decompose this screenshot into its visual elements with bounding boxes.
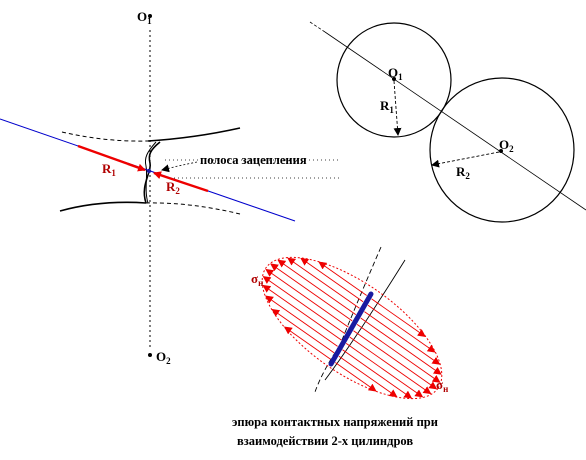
center-line-diagonal	[324, 31, 586, 211]
stress-arrow	[349, 336, 432, 395]
right-circles-view: O1 O2 R1 R2	[309, 21, 586, 223]
contact-point	[146, 168, 152, 174]
label-right-o1: O1	[388, 65, 403, 82]
label-r1-main: R	[102, 161, 112, 176]
caption-leader	[161, 161, 198, 173]
stress-arrow	[353, 330, 438, 390]
label-right-r1: R1	[380, 98, 394, 115]
label-right-o2-main: O	[499, 137, 509, 152]
lower-cylinder-arc	[59, 201, 147, 212]
label-o1: O1	[137, 9, 152, 26]
label-o2-sub: 2	[166, 356, 171, 366]
center-point-o1	[148, 14, 152, 18]
label-r2-sub: 2	[175, 186, 180, 196]
stress-arrow	[364, 311, 441, 365]
stress-arrow	[287, 257, 360, 309]
stress-arrow	[265, 295, 338, 347]
radius-arrow-right-r2	[431, 151, 500, 168]
label-right-o1-sub: 1	[398, 72, 403, 82]
circle-lower	[429, 77, 575, 223]
contact-band-outline	[144, 141, 157, 204]
stress-cylinder-arc-left	[339, 246, 382, 346]
label-r2-main: R	[166, 179, 176, 194]
stress-arrow	[338, 355, 398, 398]
stress-arrow	[345, 343, 424, 398]
caption-stress-line1: эпюра контактных напряжений при	[232, 415, 438, 429]
label-right-r1-main: R	[380, 98, 390, 113]
stress-cylinder-arc-left-low	[314, 344, 341, 393]
stress-arrow	[283, 326, 331, 360]
label-sigma-bottom: σн	[436, 377, 448, 394]
stress-arrow	[371, 298, 426, 337]
label-sigma-bottom-main: σ	[436, 377, 443, 392]
label-o2: O2	[156, 349, 171, 366]
radius-arrow-right-r1	[393, 80, 402, 136]
label-right-o1-main: O	[388, 65, 398, 80]
center-point-right-o1	[392, 77, 396, 81]
lower-cylinder-arc-dashed	[145, 202, 241, 215]
label-right-r2-sub: 2	[465, 171, 470, 181]
stress-arrow	[277, 259, 357, 315]
caption-stress-line2: взаимодействии 2-х цилиндров	[237, 434, 413, 448]
center-point-o2	[148, 353, 152, 357]
label-sigma-top-main: σ	[251, 271, 258, 286]
stress-cylinder-arc-right	[324, 259, 406, 381]
stress-arrow	[300, 257, 364, 303]
upper-cylinder-arc	[61, 131, 149, 142]
radius-arrow-r2	[153, 171, 209, 193]
stress-arrow	[262, 284, 342, 341]
circle-upper	[336, 22, 452, 138]
label-sigma-top-sub: н	[258, 278, 263, 288]
label-r1-sub: 1	[111, 168, 116, 178]
stress-arrow	[262, 276, 346, 334]
label-r2: R2	[166, 179, 180, 196]
caption-contact-band: полоса зацепления	[200, 153, 307, 167]
stress-contact-band	[328, 291, 374, 367]
label-right-r1-sub: 1	[389, 105, 394, 115]
label-o2-main: O	[156, 349, 166, 364]
stress-arrow	[270, 263, 353, 322]
left-contact-view: O1 O2 R1 R2 полоса зацепления	[0, 9, 340, 366]
stress-arrow	[265, 268, 349, 328]
label-right-o2-sub: 2	[509, 144, 514, 154]
contact-band	[143, 141, 161, 204]
label-sigma-bottom-sub: н	[443, 384, 448, 394]
label-o1-sub: 1	[147, 16, 152, 26]
stress-diagram: σн σн эпюра контактных напряжений при вз…	[232, 246, 448, 448]
stress-envelope-ellipse	[261, 256, 443, 400]
stress-arrow	[367, 304, 436, 353]
label-r1: R1	[102, 161, 116, 178]
center-point-right-o2	[499, 149, 503, 153]
radius-arrow-r1	[77, 144, 146, 172]
stress-arrow	[356, 324, 441, 383]
stress-arrow	[342, 349, 413, 399]
label-right-r2: R2	[456, 164, 470, 181]
stress-arrow	[318, 261, 367, 296]
center-line-diagonal-dashed	[309, 21, 326, 33]
label-right-o2: O2	[499, 137, 514, 154]
label-right-r2-main: R	[456, 164, 466, 179]
label-o1-main: O	[137, 9, 147, 24]
label-sigma-top: σн	[251, 271, 263, 288]
upper-cylinder-arc-solid	[147, 127, 241, 142]
stress-arrow	[271, 308, 335, 354]
stress-arrows	[262, 257, 442, 399]
stress-arrow	[360, 317, 442, 375]
stress-arrow	[335, 362, 377, 392]
